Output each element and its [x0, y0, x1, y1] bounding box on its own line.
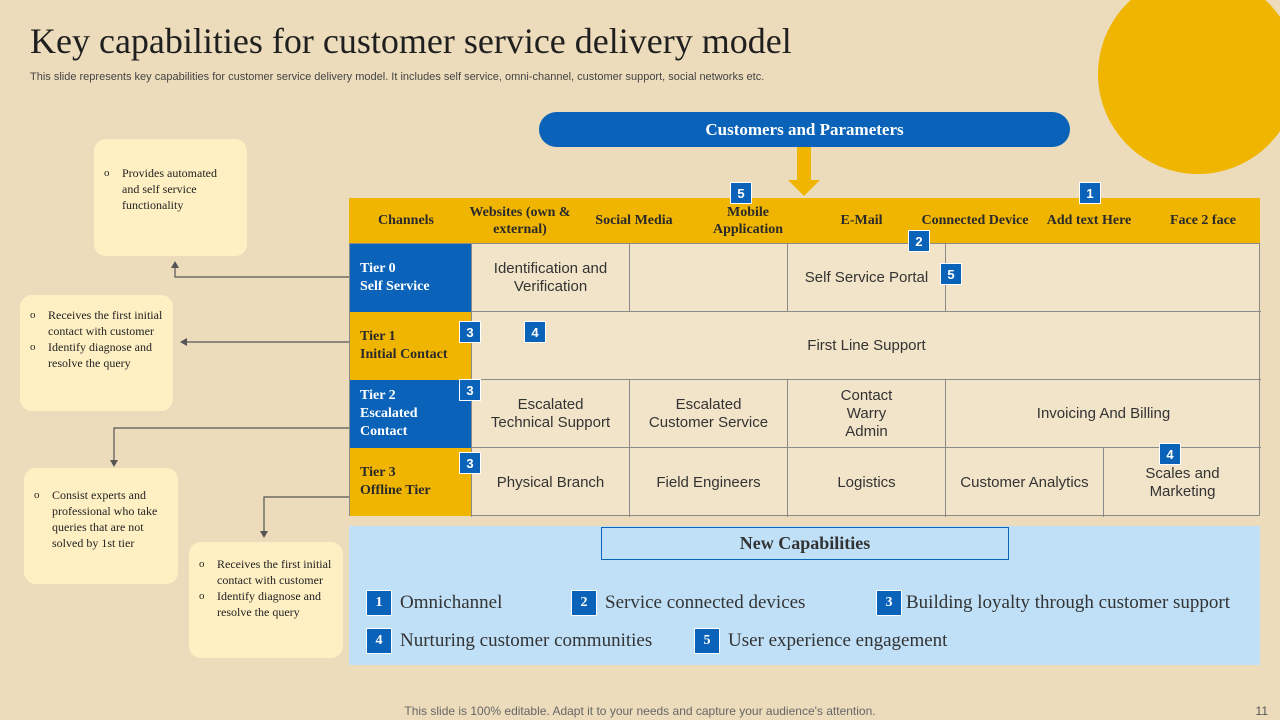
capability-label: Service connected devices	[605, 592, 806, 613]
tier-desc: Self Service	[360, 279, 430, 294]
badge-tier2: 3	[459, 379, 481, 401]
badge-mobile: 5	[730, 182, 752, 204]
capability-number: 5	[694, 628, 720, 654]
note-bullet: Identify diagnose and resolve the query	[199, 588, 333, 620]
note-bullet: Identify diagnose and resolve the query	[30, 339, 163, 371]
tier-name: Tier 1	[360, 329, 396, 344]
capability-item: 1 Omnichannel	[366, 590, 502, 616]
note-offline: Receives the first initial contact with …	[189, 542, 343, 658]
badge-email: 2	[908, 230, 930, 252]
slide-subtitle: This slide represents key capabilities f…	[30, 71, 765, 83]
cell-contact-warry: Contact Warry Admin	[840, 386, 893, 440]
capability-label: Nurturing customer communities	[400, 630, 653, 651]
tier-name: Tier 3	[360, 465, 396, 480]
new-capabilities-title: New Capabilities	[601, 527, 1009, 560]
capability-number: 2	[571, 590, 597, 616]
down-arrow-head-icon	[788, 180, 820, 196]
decorative-circle	[1098, 0, 1280, 174]
note-escalated: Consist experts and professional who tak…	[24, 468, 178, 584]
page-number: 11	[1255, 704, 1268, 718]
cell-customer-analytics: Customer Analytics	[960, 473, 1089, 491]
cell-logistics: Logistics	[837, 473, 896, 491]
cell-escalated-technical: Escalated Technical Support	[490, 395, 611, 431]
cell-physical-branch: Physical Branch	[496, 473, 605, 491]
header-mobile-application: Mobile Application	[712, 204, 783, 237]
badge-tier1-extra: 4	[524, 321, 546, 343]
tier-desc: Offline Tier	[360, 483, 431, 498]
tier-desc: Escalated Contact	[360, 406, 418, 439]
capability-label: User experience engagement	[728, 630, 948, 651]
cell-self-service-portal: Self Service Portal	[804, 268, 929, 286]
header-connected-device: Connected Device	[921, 213, 1029, 228]
capability-item: 5 User experience engagement	[694, 628, 947, 654]
tier-2-label: Tier 2 Escalated Contact	[350, 380, 471, 448]
note-self-service: Provides automated and self service func…	[94, 139, 247, 256]
note-bullet: Consist experts and professional who tak…	[34, 487, 168, 551]
tier-1-label: Tier 1 Initial Contact	[350, 312, 471, 380]
header-add-text: Add text Here	[1046, 213, 1132, 228]
capability-number: 3	[876, 590, 902, 616]
badge-add-text: 1	[1079, 182, 1101, 204]
cell-invoicing: Invoicing And Billing	[1036, 404, 1171, 422]
capability-number: 1	[366, 590, 392, 616]
badge-tier1: 3	[459, 321, 481, 343]
header-email: E-Mail	[840, 213, 883, 228]
capability-label: Building loyalty through customer suppor…	[906, 592, 1231, 613]
capability-item: 4 Nurturing customer communities	[366, 628, 652, 654]
tier-3-label: Tier 3 Offline Tier	[350, 448, 471, 516]
note-bullet: Provides automated and self service func…	[104, 165, 237, 213]
tier-name: Tier 2	[360, 388, 396, 403]
capability-label: Omnichannel	[400, 592, 503, 613]
note-bullet: Receives the first initial contact with …	[199, 556, 333, 588]
capability-item: 3 Building loyalty through customer supp…	[876, 590, 1230, 616]
badge-scales: 4	[1159, 443, 1181, 465]
header-channels: Channels	[377, 213, 435, 228]
tier-desc: Initial Contact	[360, 347, 448, 362]
down-arrow-icon	[797, 147, 811, 181]
capability-number: 4	[366, 628, 392, 654]
note-initial-contact: Receives the first initial contact with …	[20, 295, 173, 411]
capability-item: 2 Service connected devices	[571, 590, 805, 616]
slide-title: Key capabilities for customer service de…	[30, 21, 792, 61]
cell-escalated-customer: Escalated Customer Service	[648, 395, 769, 431]
cell-scales-marketing: Scales and Marketing	[1145, 464, 1220, 500]
note-bullet: Receives the first initial contact with …	[30, 307, 163, 339]
tier-0-label: Tier 0 Self Service	[350, 244, 471, 312]
header-websites: Websites (own & external)	[469, 204, 571, 237]
channels-header-row: Channels Websites (own & external) Socia…	[349, 198, 1260, 243]
header-social-media: Social Media	[595, 213, 673, 228]
tier-grid: Tier 0 Self Service Tier 1 Initial Conta…	[349, 243, 1261, 517]
cell-field-engineers: Field Engineers	[656, 473, 761, 491]
cell-identification: Identification and Verification	[493, 259, 608, 295]
header-face-to-face: Face 2 face	[1169, 213, 1237, 228]
customers-parameters-banner: Customers and Parameters	[539, 112, 1070, 147]
badge-self-portal: 5	[940, 263, 962, 285]
tier-name: Tier 0	[360, 261, 396, 276]
slide-footer: This slide is 100% editable. Adapt it to…	[404, 704, 876, 718]
cell-first-line-support: First Line Support	[807, 336, 926, 354]
badge-tier3: 3	[459, 452, 481, 474]
